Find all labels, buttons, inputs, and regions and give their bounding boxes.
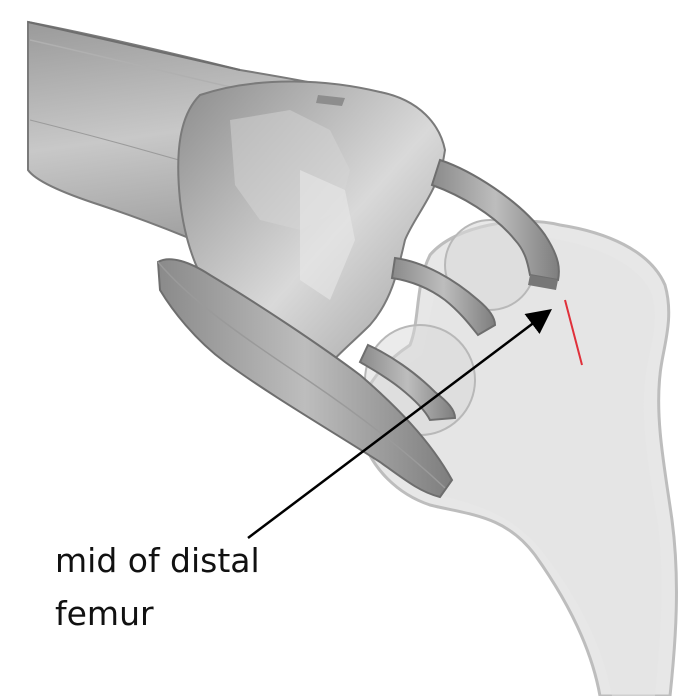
annotation-label-line2: femur [55,597,154,630]
annotation-label-line1: mid of distal [55,544,260,577]
